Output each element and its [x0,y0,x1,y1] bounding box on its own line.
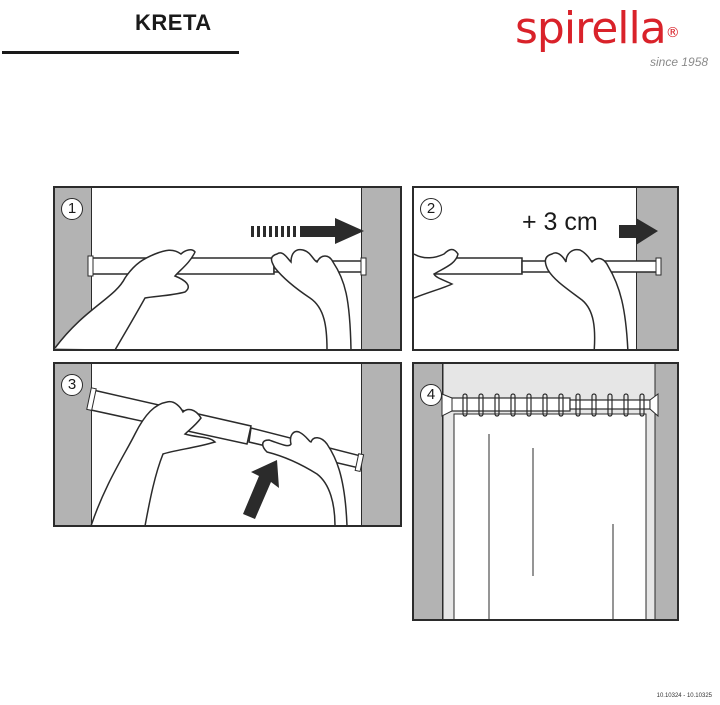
mounted-curtain-illustration [441,364,659,619]
step-number-badge: 1 [61,198,83,220]
step-panel-3: 3 [53,362,402,527]
brand-name: spirella [515,3,667,54]
arrow-right-icon [619,218,658,245]
article-codes: 10.10324 - 10.10325 [656,693,712,699]
right-wall [361,364,400,525]
step-panel-2: 2 + 3 cm [412,186,679,351]
rod-and-hands-illustration [55,218,367,349]
brand-tagline: since 1958 [650,55,709,69]
product-title: KRETA [135,10,212,35]
tilted-rod-and-hands-illustration [86,387,365,525]
brand-logo: spirella® [515,3,680,54]
rod-and-hand-illustration [414,218,662,349]
step-panel-4: 4 [412,362,679,621]
curtain-rings [462,393,645,417]
arrow-up-icon [243,460,279,519]
step-number-badge: 4 [420,384,442,406]
title-rule [2,51,239,54]
extension-label: + 3 cm [522,208,598,236]
step-number-badge: 3 [61,374,83,396]
dashed-arrow-right-icon [251,218,364,244]
step-number-badge: 2 [420,198,442,220]
step-panel-1: 1 [53,186,402,351]
right-wall [361,188,400,349]
registered-mark: ® [665,25,680,41]
